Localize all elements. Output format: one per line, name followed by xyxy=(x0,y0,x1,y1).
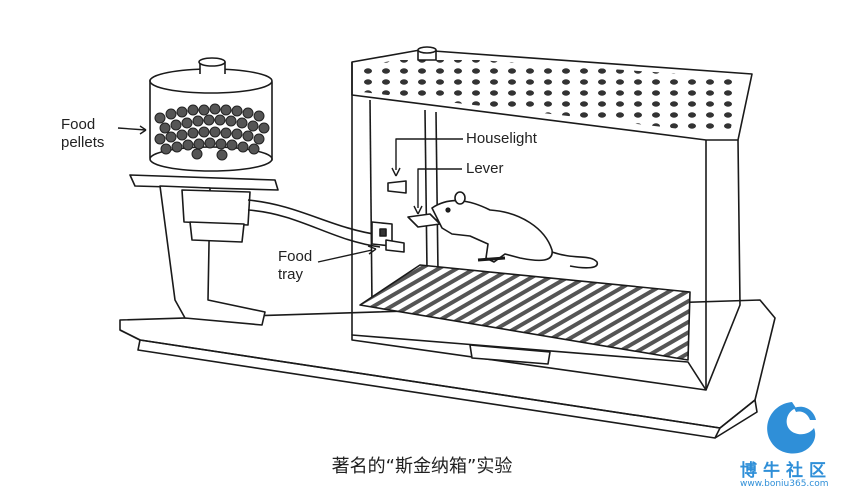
watermark-url: www.boniu365.com xyxy=(740,479,829,489)
pellet-dispenser xyxy=(129,57,381,326)
watermark-logo xyxy=(767,402,816,454)
label-food-tray: Food tray xyxy=(278,248,313,283)
label-houselight: Houselight xyxy=(466,130,537,147)
label-lever: Lever xyxy=(466,160,504,177)
watermark-text: 博牛社区 xyxy=(740,461,832,481)
label-food-pellets: Food pellets xyxy=(61,116,105,151)
figure-caption: 著名的“斯金纳箱”实验 xyxy=(331,456,513,477)
leader-lines xyxy=(117,125,463,263)
operant-chamber xyxy=(351,46,753,391)
